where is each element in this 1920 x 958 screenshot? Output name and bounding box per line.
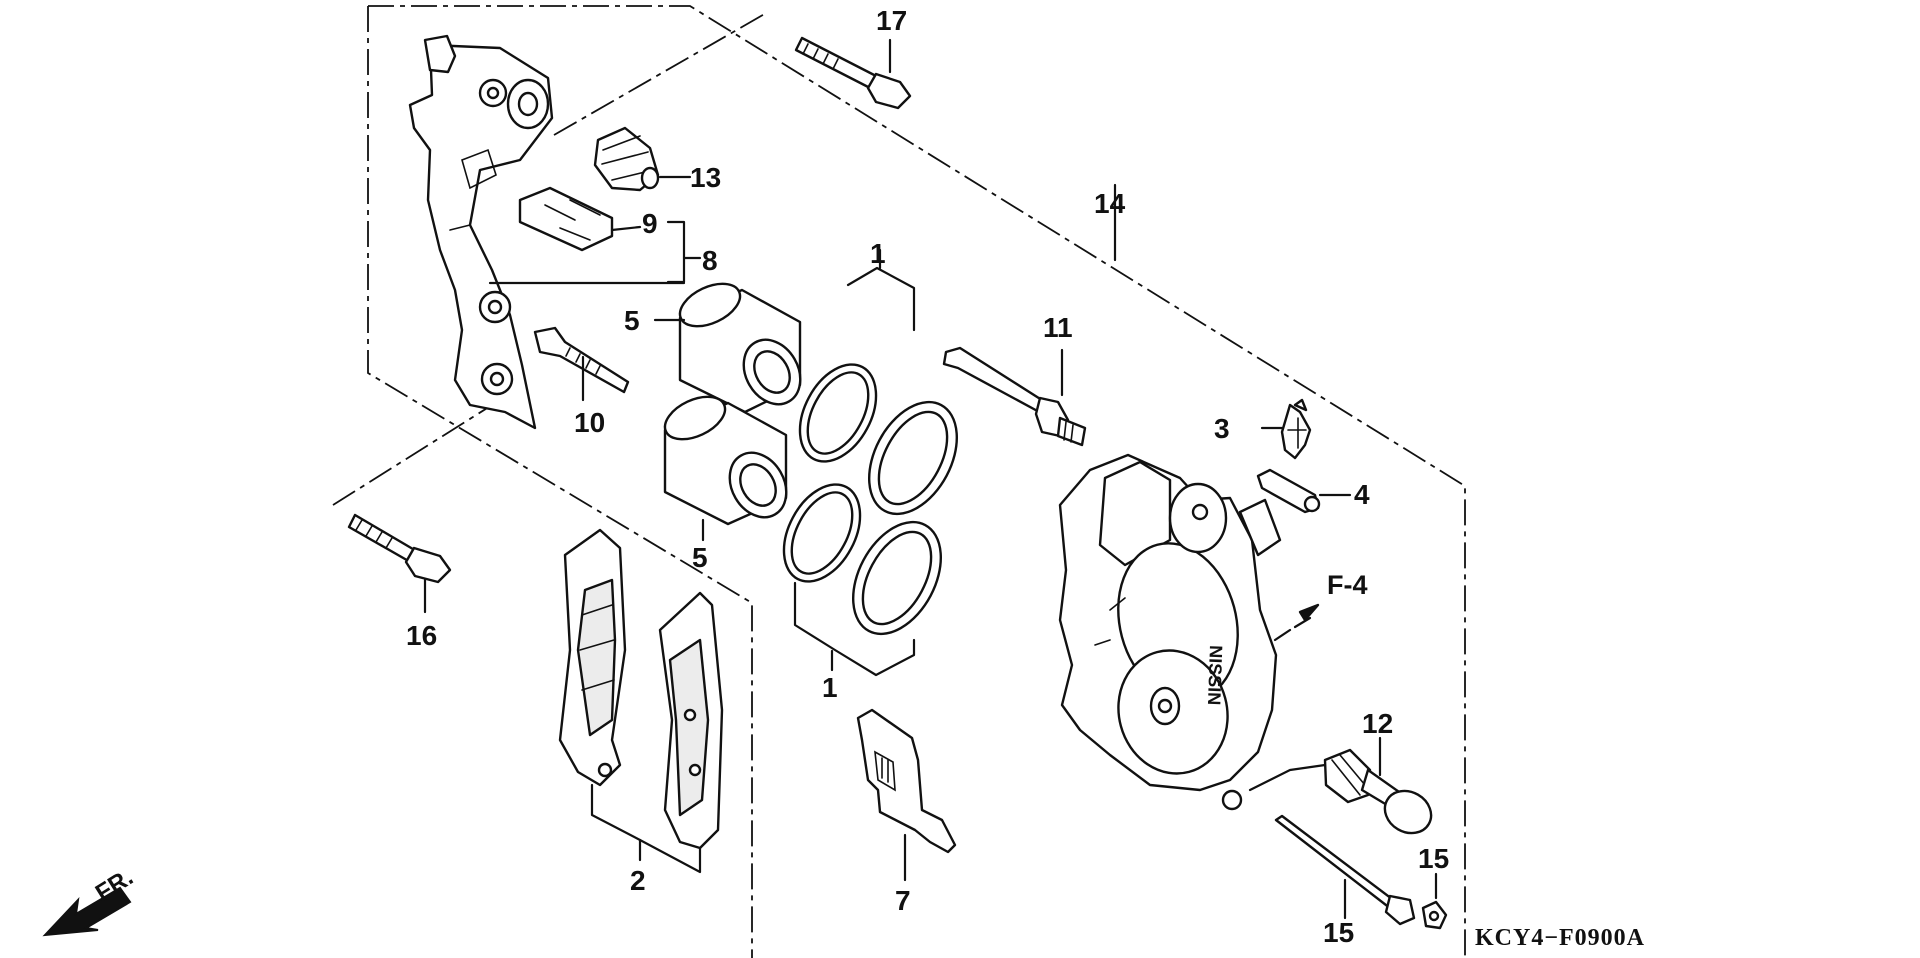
callout-labels: 17 13 14 9 8 1 5 11 10 3 4 5 16 1 12 2 7… — [406, 5, 1449, 948]
mounting-bolt-17 — [794, 36, 912, 110]
callout-8: 9 — [642, 208, 658, 239]
callout-1-bottom: 1 — [822, 672, 838, 703]
brake-pad-outer — [558, 528, 627, 787]
pin-boot-11 — [1323, 748, 1433, 835]
caliper-body-13 — [1058, 453, 1282, 811]
callout-7: 8 — [702, 245, 718, 276]
callout-2: 2 — [630, 865, 646, 896]
callout-12: 13 — [690, 162, 721, 193]
pad-spring-8 — [518, 186, 614, 252]
callout-4: 4 — [1354, 479, 1370, 510]
piston-lower-5 — [663, 395, 788, 526]
piston-seal-set-1 — [782, 363, 959, 636]
pad-pin-15 — [1274, 814, 1416, 926]
mounting-bolt-16 — [347, 513, 452, 584]
figure-ref-label: F-4 — [1327, 570, 1368, 600]
caliper-brand-text: NISSIN — [1204, 645, 1226, 706]
figure-ref-arrow — [1273, 603, 1320, 642]
brake-pad-inner — [658, 591, 724, 850]
piston-upper-5 — [678, 282, 802, 414]
pin-boot-12 — [593, 126, 660, 192]
drawing-code: KCY4−F0900A — [1475, 925, 1645, 951]
callout-15: 15 — [1323, 917, 1354, 948]
pin-clip-14 — [1421, 900, 1448, 930]
callout-5-top: 5 — [624, 305, 640, 336]
callout-6: 7 — [895, 885, 911, 916]
callout-3: 3 — [1214, 413, 1230, 444]
callout-13: 14 — [1094, 188, 1126, 219]
slide-pin-10 — [942, 346, 1087, 447]
callout-17: 17 — [876, 5, 907, 36]
callout-1-top: 1 — [870, 238, 886, 269]
callout-16: 16 — [406, 620, 437, 651]
callout-10: 11 — [1043, 312, 1073, 343]
caliper-bracket — [408, 34, 554, 430]
callout-14: 15 — [1418, 843, 1449, 874]
callout-11: 12 — [1362, 708, 1393, 739]
pad-spring-6 — [856, 708, 957, 854]
front-direction-arrow — [42, 886, 132, 937]
callout-5-bottom: 5 — [692, 542, 708, 573]
bleed-screw-9 — [533, 326, 630, 394]
bleeder-screw-3 — [1280, 398, 1312, 460]
bleeder-cap-4 — [1256, 468, 1321, 514]
callout-9: 10 — [574, 407, 605, 438]
assembly-frame — [332, 5, 1466, 958]
